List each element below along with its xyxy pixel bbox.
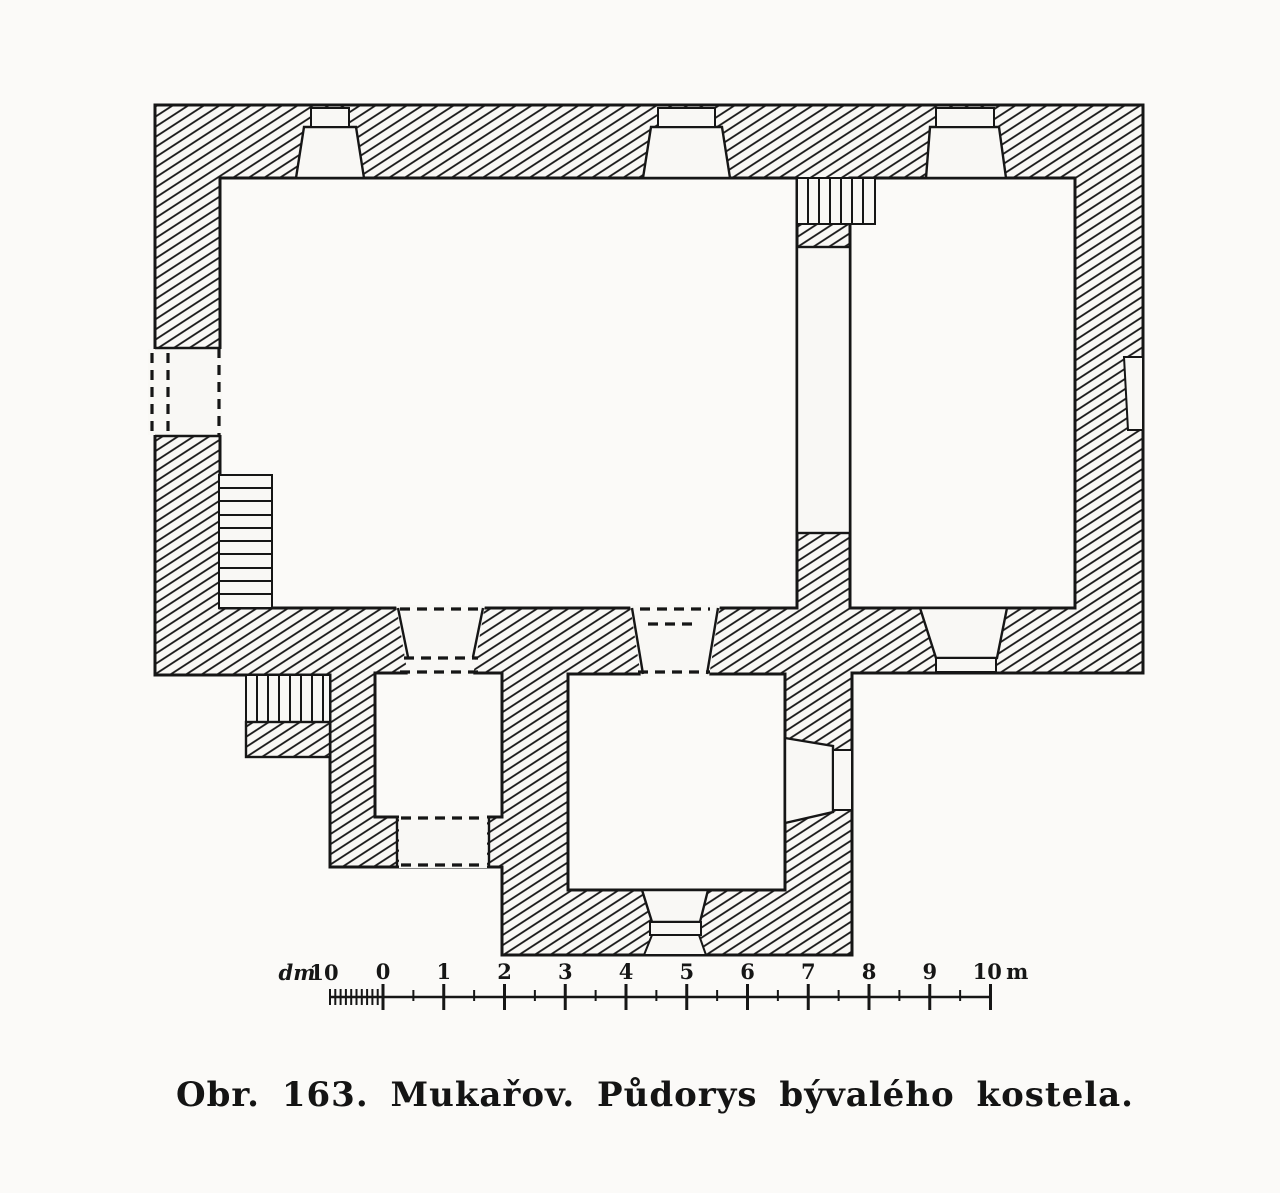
window-outer-opening <box>310 107 350 128</box>
scale-tick-label: 5 <box>679 959 694 984</box>
scale-dm-unit-label: dm <box>279 960 316 985</box>
stair-landing-block <box>244 720 332 759</box>
door-outer-opening <box>832 749 853 811</box>
chancel-stairs <box>796 177 876 225</box>
stair-steps <box>220 487 271 595</box>
stair-steps <box>256 676 324 721</box>
north-window-3 <box>924 107 1008 180</box>
scale-tick-label: 6 <box>740 959 755 984</box>
window-inner-splay <box>640 888 710 924</box>
stair-steps <box>807 179 864 223</box>
scale-tick-label: 4 <box>619 959 634 984</box>
window-outer-splay <box>642 934 708 956</box>
window-outer-opening <box>935 657 997 673</box>
window-splay <box>641 125 732 180</box>
scale-tick-label: 0 <box>376 959 391 984</box>
porch-exterior-stairs <box>244 674 332 759</box>
nave-west-stairs <box>218 474 273 609</box>
porch-south-passage <box>395 815 491 868</box>
triumphal-arch-opening <box>795 245 852 535</box>
scale-tick-label: 7 <box>801 959 816 984</box>
scale-tick-label: 8 <box>862 959 877 984</box>
doorway-dashed-lintels <box>638 607 710 674</box>
figure-caption: Obr. 163. Mukařov. Půdorys bývalého kost… <box>176 1075 1134 1115</box>
passage-dashed-edges <box>401 816 486 867</box>
doorway-opening <box>630 605 720 677</box>
doorway-opening <box>396 605 485 676</box>
east-niche <box>1122 356 1144 431</box>
scale-tick-label: 9 <box>922 959 937 984</box>
tower-east-door <box>783 736 853 825</box>
scale-dm-value-label: 10 <box>309 960 338 985</box>
wall-structure <box>153 103 1145 957</box>
window-splay <box>294 125 366 180</box>
west-portal <box>148 346 222 438</box>
portal-dashed-jambs <box>150 348 221 436</box>
stairs-outline <box>245 674 331 723</box>
doorway-jambs <box>396 607 485 658</box>
door-splay <box>783 736 835 825</box>
tower-south-window <box>640 888 710 956</box>
scale-tick-label: 3 <box>558 959 573 984</box>
window-splay <box>918 606 1009 660</box>
window-outer-opening <box>657 107 716 128</box>
scale-tick-label: 2 <box>497 959 512 984</box>
north-window-1 <box>294 107 366 180</box>
portal-opening <box>148 349 222 435</box>
north-window-2 <box>641 107 732 180</box>
doorway-jambs <box>630 607 720 675</box>
window-splay <box>924 125 1008 180</box>
scale-tick-label: 10 m <box>973 959 1029 984</box>
nave-tower-doorway <box>630 605 720 677</box>
chancel-south-window <box>918 606 1009 673</box>
passage-opening <box>399 815 487 868</box>
window-outer-opening <box>935 107 995 128</box>
passage-side-walls <box>395 817 491 866</box>
portal-reveal-lines <box>155 346 220 438</box>
doorway-dashed-lintels <box>400 607 481 674</box>
window-waist <box>649 921 702 936</box>
scale-tick-label: 1 <box>436 959 451 984</box>
nave-porch-doorway <box>396 605 485 676</box>
